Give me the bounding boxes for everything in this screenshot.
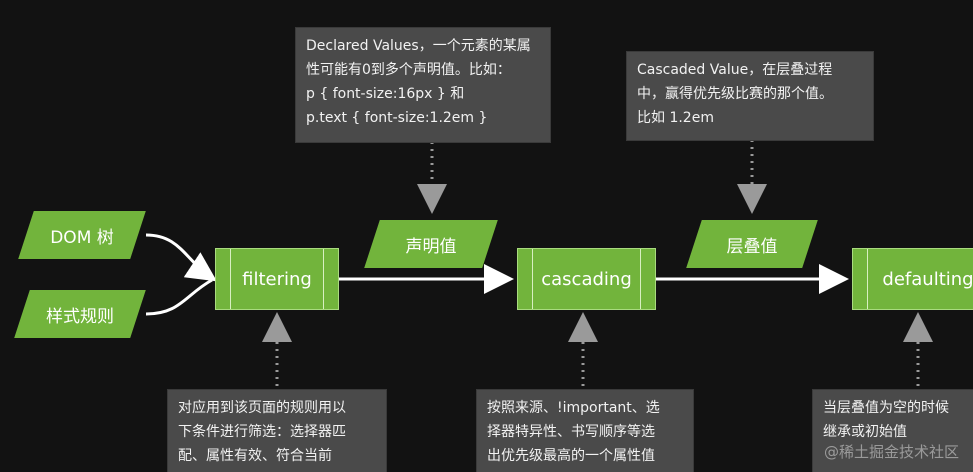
cascaded-value-label: 层叠值 xyxy=(726,236,778,257)
filtering-step: filtering xyxy=(215,248,339,310)
defaulting-label: defaulting xyxy=(882,268,973,290)
note-line: 继承或初始值 xyxy=(823,424,907,440)
note-line: Cascaded Value，在层叠过程 xyxy=(637,62,833,78)
note-line: 配、属性有效、符合当前 xyxy=(178,448,332,464)
watermark: @稀土掘金技术社区 xyxy=(823,443,959,461)
filtering-label: filtering xyxy=(242,268,312,290)
defaulting-note: 当层叠值为空的时候 继承或初始值 xyxy=(813,390,973,472)
process-bar xyxy=(230,249,231,309)
process-bar xyxy=(532,249,533,309)
process-bar xyxy=(867,249,868,309)
note-line: 出优先级最高的一个属性值 xyxy=(487,448,655,464)
note-line: 性可能有0到多个声明值。比如： xyxy=(306,62,511,78)
dom-tree-label: DOM 树 xyxy=(50,227,114,248)
process-bar xyxy=(640,249,641,309)
note-line: 对应用到该页面的规则用以 xyxy=(178,400,346,416)
cascading-note: 按照来源、!important、选 择器特异性、书写顺序等选 出优先级最高的一个… xyxy=(477,390,693,472)
defaulting-step: defaulting xyxy=(852,248,973,310)
cascading-step: cascading xyxy=(517,248,656,310)
note-line: 择器特异性、书写顺序等选 xyxy=(487,424,655,440)
declared-value-label: 声明值 xyxy=(405,236,457,257)
note-line: 中，赢得优先级比赛的那个值。 xyxy=(637,86,833,102)
note-line: 当层叠值为空的时候 xyxy=(823,400,949,416)
cascaded-value-node: 层叠值 xyxy=(694,220,810,268)
style-to-filtering-arrow xyxy=(145,278,213,316)
style-rules-input: 样式规则 xyxy=(22,290,138,338)
declared-value-node: 声明值 xyxy=(372,220,490,268)
dom-tree-input: DOM 树 xyxy=(26,211,138,259)
note-line: p { font-size:16px } 和 xyxy=(306,86,465,102)
filtering-note: 对应用到该页面的规则用以 下条件进行筛选：选择器匹 配、属性有效、符合当前 xyxy=(168,390,386,472)
declared-values-note: Declared Values，一个元素的某属 性可能有0到多个声明值。比如： … xyxy=(296,28,550,142)
note-line: 比如 1.2em xyxy=(637,110,714,126)
dom-to-filtering-arrow xyxy=(145,233,217,282)
note-line: 按照来源、!important、选 xyxy=(487,400,660,416)
process-bar xyxy=(323,249,324,309)
cascaded-value-note: Cascaded Value，在层叠过程 中，赢得优先级比赛的那个值。 比如 1… xyxy=(627,52,873,140)
note-line: 下条件进行筛选：选择器匹 xyxy=(178,424,346,440)
note-line: Declared Values，一个元素的某属 xyxy=(306,38,531,54)
style-rules-label: 样式规则 xyxy=(46,306,114,327)
note-line: p.text { font-size:1.2em } xyxy=(306,110,488,126)
cascading-label: cascading xyxy=(541,268,632,290)
